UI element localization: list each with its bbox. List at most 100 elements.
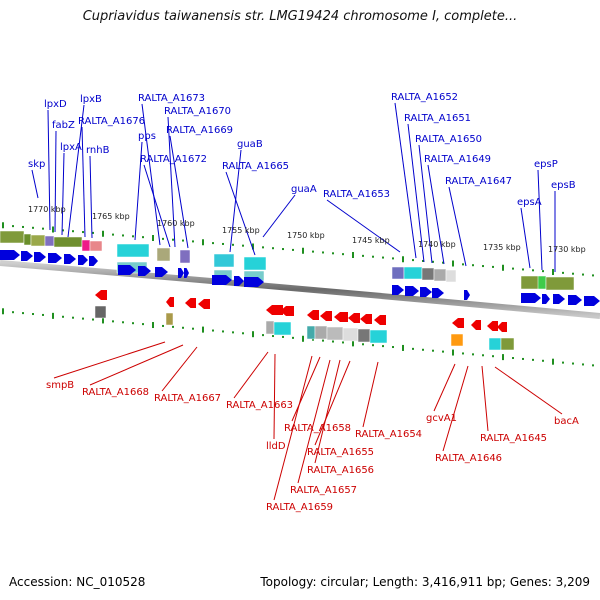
- gene-label: RALTA_A1657: [290, 485, 357, 496]
- leader-line: [314, 360, 351, 446]
- tick-mark: [452, 260, 454, 267]
- leader-line: [448, 186, 467, 267]
- leader-line: [169, 135, 189, 249]
- tick-mark: [422, 259, 424, 262]
- tick-mark: [82, 231, 84, 234]
- scale-label: 1760 kbp: [157, 219, 195, 228]
- reverse-gene-arrow: [360, 314, 372, 324]
- gene-label: lldD: [266, 441, 286, 452]
- tick-mark: [452, 349, 454, 356]
- forward-gene-arrow: [212, 275, 232, 285]
- reverse-gene-arrow: [320, 311, 332, 321]
- tick-mark: [342, 253, 344, 256]
- gene-label: RALTA_A1646: [435, 453, 502, 464]
- leader-line: [520, 207, 531, 269]
- leader-line: [54, 130, 57, 233]
- tick-mark: [322, 251, 324, 254]
- forward-gene-arrow: [89, 256, 98, 266]
- tick-mark: [92, 318, 94, 321]
- feature-box: [488, 337, 502, 351]
- tick-mark: [42, 227, 44, 230]
- tick-mark: [152, 322, 154, 329]
- leader-line: [47, 109, 51, 231]
- tick-mark: [522, 268, 524, 271]
- gene-label: RALTA_A1651: [404, 113, 471, 124]
- tick-mark: [292, 336, 294, 339]
- gene-label: bacA: [554, 416, 579, 427]
- tick-mark: [232, 331, 234, 334]
- feature-box: [265, 320, 275, 335]
- feature-box: [433, 268, 447, 282]
- feature-box: [342, 327, 359, 342]
- tick-mark: [542, 359, 544, 362]
- reverse-gene-arrow: [374, 315, 386, 325]
- leader-line: [273, 355, 313, 501]
- gene-labels: skplpxDfabZlpxAlpxBrnhBRALTA_A1676ppsRAL…: [28, 92, 579, 513]
- tick-mark: [462, 263, 464, 266]
- gene-arrows: [0, 250, 600, 332]
- tick-mark: [372, 255, 374, 258]
- scale-label: 1740 kbp: [418, 240, 456, 249]
- tick-mark: [212, 242, 214, 245]
- tick-mark: [122, 234, 124, 237]
- forward-gene-arrow: [64, 254, 76, 264]
- forward-gene-arrow: [21, 251, 33, 261]
- reverse-gene-arrow: [166, 297, 174, 307]
- forward-gene-arrow: [584, 296, 600, 306]
- leader-line: [67, 104, 85, 238]
- forward-gene-arrow: [155, 267, 168, 277]
- tick-mark: [292, 248, 294, 251]
- tick-mark: [262, 246, 264, 249]
- leader-line: [433, 363, 456, 412]
- tick-mark: [572, 362, 574, 365]
- tick-mark: [332, 252, 334, 255]
- tick-mark: [402, 344, 404, 351]
- reverse-gene-arrow: [348, 313, 360, 323]
- forward-gene-arrow: [521, 293, 541, 303]
- gene-label: epsA: [517, 197, 542, 208]
- scale-label: 1735 kbp: [483, 243, 521, 252]
- tick-mark: [562, 271, 564, 274]
- tick-mark: [122, 321, 124, 324]
- reverse-gene-arrow: [452, 318, 464, 328]
- feature-box: [391, 266, 405, 280]
- reverse-gene-arrow: [280, 306, 294, 316]
- feature-box: [537, 275, 547, 290]
- gene-label: smpB: [46, 380, 74, 391]
- tick-mark: [132, 322, 134, 325]
- reverse-gene-arrow: [471, 320, 481, 330]
- tick-mark: [312, 338, 314, 341]
- forward-gene-arrow: [178, 268, 184, 278]
- gene-label: RALTA_A1655: [307, 447, 374, 458]
- tick-mark: [62, 315, 64, 318]
- gene-label: RALTA_A1667: [154, 393, 221, 404]
- tick-mark: [392, 257, 394, 260]
- scale-label: 1745 kbp: [352, 236, 390, 245]
- leader-line: [262, 194, 296, 238]
- tick-mark: [532, 358, 534, 361]
- gene-label: RALTA_A1673: [138, 93, 205, 104]
- forward-gene-arrow: [553, 294, 565, 304]
- gene-label: lpxA: [60, 142, 82, 153]
- feature-box: [450, 333, 464, 347]
- tick-mark: [432, 349, 434, 352]
- tick-mark: [322, 339, 324, 342]
- tick-mark: [442, 261, 444, 264]
- tick-mark: [202, 326, 204, 333]
- reverse-gene-arrow: [487, 321, 498, 331]
- leader-line: [61, 152, 65, 236]
- tick-mark: [482, 265, 484, 268]
- leader-line: [291, 356, 321, 422]
- scale-label: 1750 kbp: [287, 231, 325, 240]
- tick-mark: [382, 256, 384, 259]
- leader-line: [297, 359, 331, 484]
- gene-label: RALTA_A1645: [480, 433, 547, 444]
- feature-box: [403, 266, 423, 280]
- forward-gene-arrow: [138, 266, 151, 276]
- leader-line: [537, 169, 543, 271]
- feature-boxes: [0, 230, 575, 351]
- gene-label: RALTA_A1669: [166, 125, 233, 136]
- tick-mark: [542, 270, 544, 273]
- tick-mark: [472, 264, 474, 267]
